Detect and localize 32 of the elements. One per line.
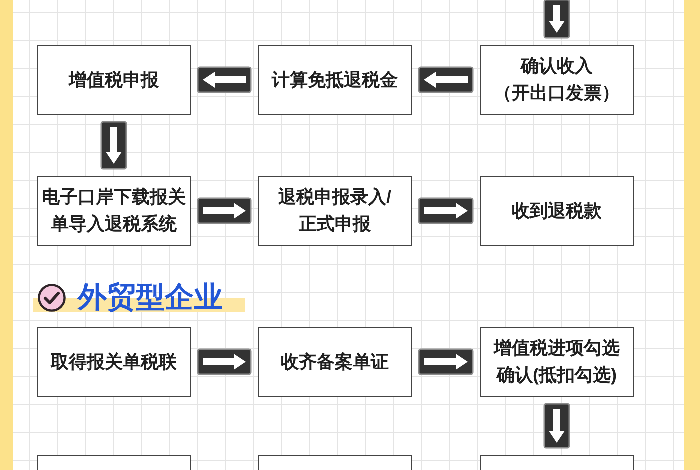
process-box: [258, 455, 412, 470]
process-box: [258, 327, 412, 397]
process-box: [258, 176, 412, 246]
block-arrow: [544, 0, 570, 39]
box-label: 确认收入: [521, 55, 593, 78]
process-box: [480, 45, 634, 115]
block-arrow: [197, 198, 252, 224]
box-label: 收到退税款: [512, 200, 602, 222]
block-arrow: [418, 198, 474, 224]
block-arrow: [418, 348, 474, 376]
box-label: 增值税进项勾选确认(抵扣勾选): [492, 337, 621, 387]
process-box: [37, 455, 191, 470]
process-box: [37, 45, 191, 115]
section-heading: 外贸型企业: [78, 282, 223, 314]
process-box: [480, 327, 634, 397]
process-box: [258, 45, 412, 115]
box-label: （开出口发票）: [494, 82, 620, 105]
box-label: 取得报关单税联: [51, 350, 177, 374]
process-box: [480, 455, 634, 470]
box-label: 增值税申报: [69, 68, 159, 92]
box-label: 收齐备案单证: [281, 350, 389, 374]
block-arrow: [197, 348, 252, 376]
block-arrow: [197, 66, 252, 94]
process-box: [37, 176, 191, 246]
process-box: [480, 176, 634, 246]
process-box: [37, 327, 191, 397]
box-label: 计算免抵退税金: [272, 68, 398, 92]
block-arrow: [100, 121, 128, 170]
block-arrow: [544, 403, 570, 449]
block-arrow: [418, 66, 474, 94]
box-label: 电子口岸下载报关单导入退税系统: [41, 186, 187, 236]
box-label: 退税申报录入/正式申报: [277, 186, 392, 236]
